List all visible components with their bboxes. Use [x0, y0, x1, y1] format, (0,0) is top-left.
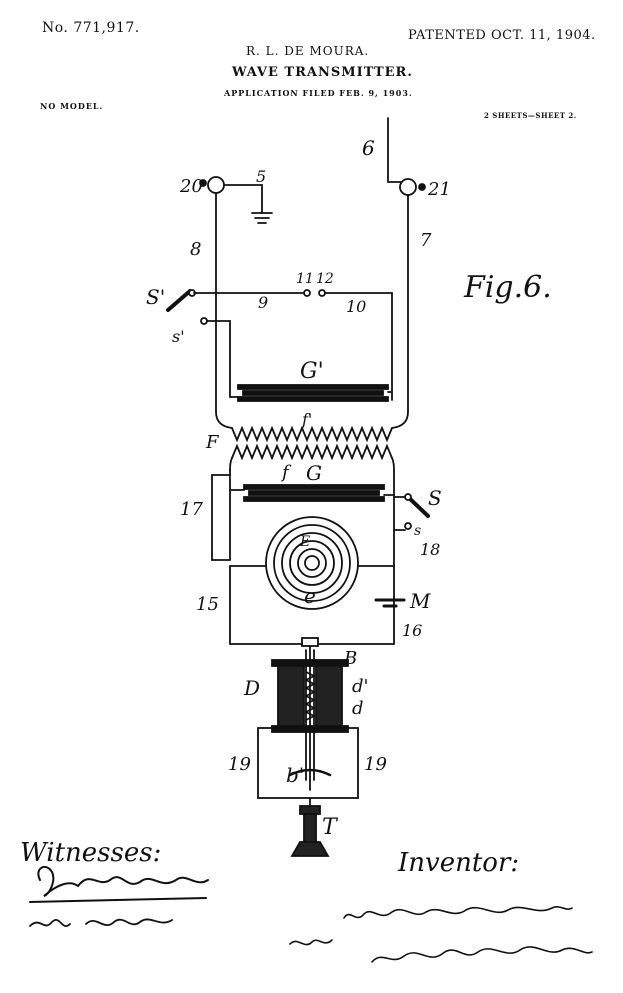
ref-7: 7 [420, 230, 432, 251]
sheet-count: 2 SHEETS—SHEET 2. [484, 111, 577, 120]
ref-f: f [280, 462, 292, 483]
ref-E: E [299, 534, 310, 550]
switch-S [406, 495, 430, 518]
ref-d-prime: d' [352, 676, 368, 697]
coil-F-secondary [231, 443, 393, 461]
spark-terminal-11 [303, 289, 311, 297]
ref-S-prime: S' [146, 285, 165, 309]
witness-signature-1 [29, 865, 209, 903]
patent-number: No. 771,917. [42, 20, 140, 36]
ref-21: 21 [427, 179, 451, 200]
ref-20: 20 [179, 176, 203, 197]
spark-terminal-12 [318, 289, 326, 297]
coil-F-primary [231, 425, 393, 443]
ref-19-left: 19 [228, 754, 251, 775]
ref-s: s [414, 523, 421, 539]
inventor-signature [343, 906, 573, 919]
ref-15: 15 [196, 594, 219, 615]
ref-T: T [322, 815, 339, 840]
figure-label: Fig.6. [464, 270, 552, 305]
patent-date: PATENTED OCT. 11, 1904. [408, 28, 596, 43]
ref-5: 5 [256, 167, 266, 186]
coil-E [265, 516, 359, 610]
wire-17 [211, 474, 231, 561]
ref-d: d [352, 698, 364, 719]
ref-10: 10 [346, 297, 366, 316]
ref-17: 17 [180, 499, 203, 520]
ref-s-prime: s' [172, 327, 185, 346]
spark-ball-21 [399, 178, 417, 196]
ref-G-prime: G' [300, 359, 324, 384]
ref-B: B [343, 648, 357, 669]
ref-19-right: 19 [364, 754, 387, 775]
spark-ball-20 [207, 176, 225, 194]
ref-F: F [205, 432, 220, 453]
inventor-label: Inventor: [398, 848, 520, 878]
ref-e: e [304, 584, 316, 608]
ref-6: 6 [362, 136, 375, 160]
model-note: NO MODEL. [40, 101, 104, 111]
ref-G: G [306, 461, 322, 485]
switch-S-prime [166, 289, 192, 312]
loop-19 [257, 727, 359, 799]
ref-18: 18 [420, 540, 440, 559]
attorney-signature [289, 939, 593, 963]
inventor-name: R. L. DE MOURA. [246, 44, 370, 58]
ref-8: 8 [190, 239, 201, 260]
ref-M: M [409, 589, 431, 613]
ref-16: 16 [402, 621, 422, 640]
witnesses-label: Witnesses: [20, 838, 162, 868]
condenser-G-prime-plate [237, 384, 389, 390]
witness-signature-2 [29, 918, 173, 927]
spring-d [303, 671, 317, 721]
magnet-D-left [277, 663, 305, 729]
ref-11: 11 [296, 271, 314, 287]
document-title: WAVE TRANSMITTER. [232, 65, 413, 80]
magnet-D-right [315, 663, 343, 729]
ref-12: 12 [316, 271, 334, 287]
ref-f-prime: f' [301, 410, 312, 429]
condenser-G-plate [243, 484, 385, 490]
transmitter-T [299, 805, 321, 815]
application-filed: APPLICATION FILED FEB. 9, 1903. [224, 88, 413, 98]
ref-9: 9 [258, 293, 268, 312]
ref-D: D [243, 676, 260, 700]
ref-S: S [428, 486, 442, 510]
ref-b-prime: b' [286, 763, 304, 787]
